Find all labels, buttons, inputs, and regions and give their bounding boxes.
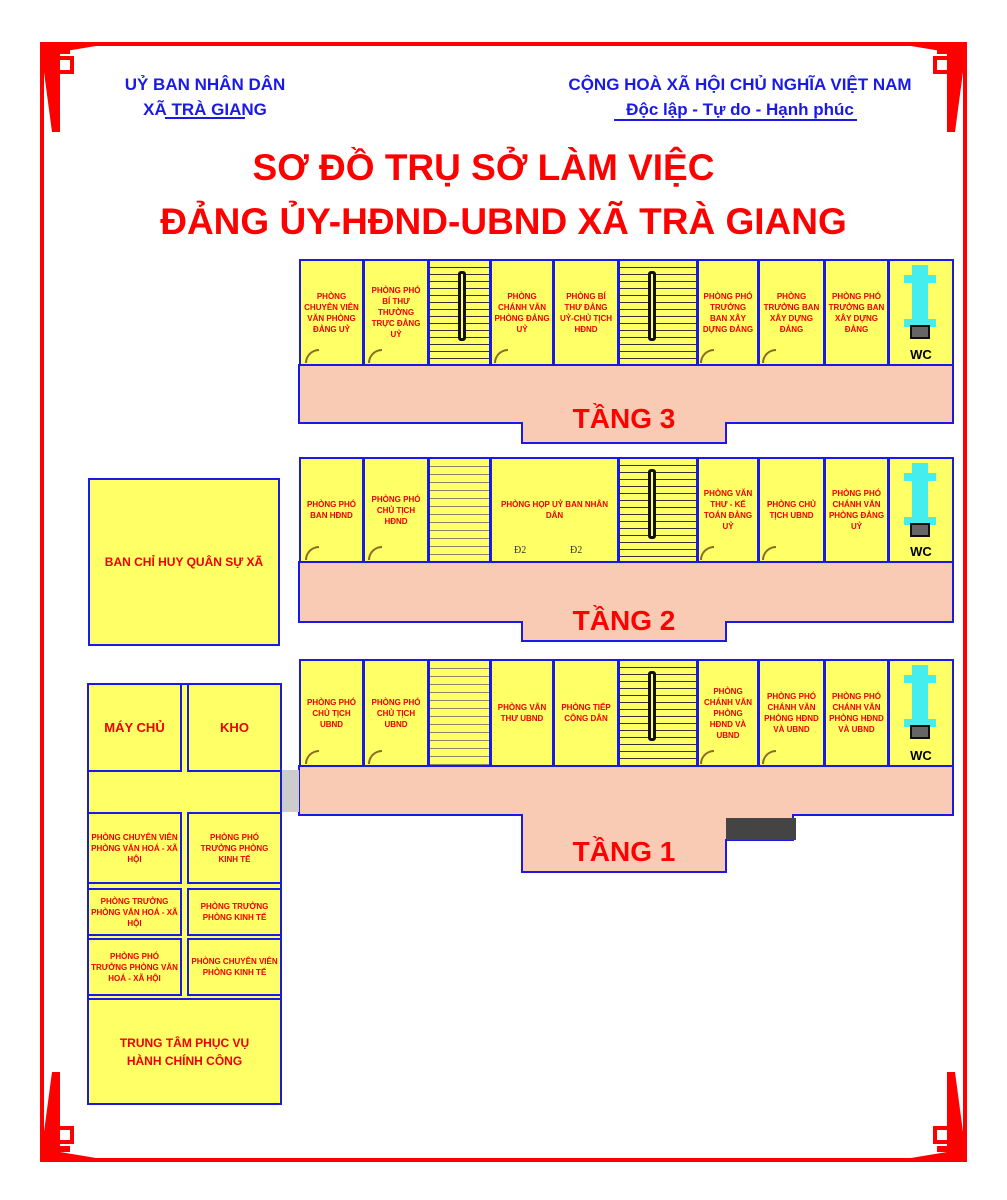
wc-label: WC bbox=[910, 748, 932, 763]
room[interactable]: PHÒNG TIẾP CÔNG DÂN bbox=[553, 659, 619, 767]
room[interactable]: PHÒNG TRƯỞNG BAN XÂY DỰNG ĐẢNG bbox=[758, 259, 825, 366]
connector bbox=[282, 770, 299, 812]
toilet-icon bbox=[910, 523, 930, 537]
room[interactable]: PHÒNG PHÓ TRƯỞNG BAN XÂY DỰNG ĐẢNG bbox=[824, 259, 889, 366]
room[interactable]: PHÒNG CHUYÊN VIÊN PHÒNG VĂN HOÁ - XÃ HỘI bbox=[87, 812, 182, 884]
entrance-stairs bbox=[726, 818, 796, 840]
national-header: CỘNG HOÀ XÃ HỘI CHỦ NGHĨA VIỆT NAM Độc l… bbox=[530, 72, 950, 122]
floor-label: TẦNG 2 bbox=[572, 605, 676, 636]
door-label: Đ2 bbox=[570, 545, 583, 556]
room[interactable]: PHÒNG CHUYÊN VIÊN PHÒNG KINH TẾ bbox=[187, 938, 282, 996]
staircase bbox=[428, 259, 491, 366]
motto: Độc lập - Tự do - Hạnh phúc bbox=[626, 100, 854, 119]
commune-name: XÃ TRÀ GIANG bbox=[143, 100, 267, 119]
door-icon bbox=[305, 750, 319, 764]
staircase bbox=[618, 659, 698, 767]
staircase bbox=[428, 659, 491, 767]
staircase bbox=[618, 457, 698, 563]
room[interactable]: PHÒNG PHÓ CHÁNH VĂN PHÒNG HĐND VÀ UBND bbox=[824, 659, 889, 767]
public-service-center[interactable]: TRUNG TÂM PHỤC VỤ HÀNH CHÍNH CÔNG bbox=[87, 998, 282, 1105]
staircase bbox=[618, 259, 698, 366]
staircase bbox=[428, 457, 491, 563]
toilet-icon bbox=[910, 325, 930, 339]
wc[interactable]: WC bbox=[888, 259, 954, 366]
floor-label: TẦNG 1 bbox=[572, 836, 676, 867]
storage-room[interactable]: KHO bbox=[187, 683, 282, 772]
room[interactable]: PHÒNG PHÓ CHÁNH VĂN PHÒNG HĐND VÀ UBND bbox=[758, 659, 825, 767]
wc-label: WC bbox=[910, 544, 932, 559]
door-icon bbox=[762, 750, 776, 764]
wc-label: WC bbox=[910, 347, 932, 362]
door-icon bbox=[700, 750, 714, 764]
decorative-border bbox=[40, 42, 967, 1162]
door-icon bbox=[368, 349, 382, 363]
page-subtitle: ĐẢNG ỦY-HĐND-UBND XÃ TRÀ GIANG bbox=[160, 201, 847, 242]
room[interactable]: PHÒNG PHÓ BÍ THƯ THƯỜNG TRỰC ĐẢNG UỶ bbox=[363, 259, 429, 366]
corridor-floor2 bbox=[298, 561, 954, 642]
door-icon bbox=[305, 546, 319, 560]
door-icon bbox=[762, 546, 776, 560]
room[interactable]: PHÒNG CHUYÊN VIÊN VĂN PHÒNG ĐẢNG UỶ bbox=[299, 259, 364, 366]
server-room[interactable]: MÁY CHỦ bbox=[87, 683, 182, 772]
room[interactable]: PHÒNG TRƯỞNG PHÒNG VĂN HOÁ - XÃ HỘI bbox=[87, 888, 182, 936]
room[interactable]: PHÒNG TRƯỞNG PHÒNG KINH TẾ bbox=[187, 888, 282, 936]
page-title: SƠ ĐỒ TRỤ SỞ LÀM VIỆC bbox=[252, 147, 715, 188]
room[interactable]: PHÒNG BÍ THƯ ĐẢNG UỶ-CHỦ TỊCH HĐND bbox=[553, 259, 619, 366]
wc[interactable]: WC bbox=[888, 659, 954, 767]
room[interactable]: PHÒNG PHÓ CHỦ TỊCH UBND bbox=[299, 659, 364, 767]
room[interactable]: PHÒNG PHÓ TRƯỞNG PHÒNG KINH TẾ bbox=[187, 812, 282, 884]
military-command-room[interactable]: BAN CHỈ HUY QUÂN SỰ XÃ bbox=[88, 478, 280, 646]
room[interactable]: PHÒNG PHÓ CHỦ TỊCH UBND bbox=[363, 659, 429, 767]
door-icon bbox=[700, 546, 714, 560]
door-icon bbox=[368, 546, 382, 560]
country-name: CỘNG HOÀ XÃ HỘI CHỦ NGHĨA VIỆT NAM bbox=[568, 75, 912, 94]
door-icon bbox=[305, 349, 319, 363]
wc[interactable]: WC bbox=[888, 457, 954, 563]
meeting-room[interactable]: PHÒNG HỌP UỶ BAN NHÂN DÂN bbox=[490, 457, 619, 563]
floor-label: TẦNG 3 bbox=[572, 403, 676, 434]
door-icon bbox=[494, 349, 508, 363]
room[interactable]: PHÒNG PHÓ BAN HĐND bbox=[299, 457, 364, 563]
room[interactable]: PHÒNG CHÁNH VĂN PHÒNG ĐẢNG UỶ bbox=[490, 259, 554, 366]
toilet-icon bbox=[910, 725, 930, 739]
room[interactable]: PHÒNG PHÓ TRƯỞNG BAN XÂY DỰNG ĐẢNG bbox=[697, 259, 759, 366]
room[interactable]: PHÒNG VĂN THƯ UBND bbox=[490, 659, 554, 767]
door-icon bbox=[700, 349, 714, 363]
door-icon bbox=[762, 349, 776, 363]
room[interactable]: PHÒNG PHÓ CHỦ TỊCH HĐND bbox=[363, 457, 429, 563]
door-icon bbox=[368, 750, 382, 764]
authority-header: UỶ BAN NHÂN DÂN XÃ TRÀ GIANG bbox=[95, 72, 315, 122]
door-label: Đ2 bbox=[514, 545, 527, 556]
corridor-floor3 bbox=[298, 364, 954, 444]
authority-name: UỶ BAN NHÂN DÂN bbox=[124, 75, 286, 94]
room[interactable]: PHÒNG PHÓ TRƯỞNG PHÒNG VĂN HOÁ - XÃ HỘI bbox=[87, 938, 182, 996]
room[interactable]: PHÒNG PHÓ CHÁNH VĂN PHÒNG ĐẢNG UỶ bbox=[824, 457, 889, 563]
